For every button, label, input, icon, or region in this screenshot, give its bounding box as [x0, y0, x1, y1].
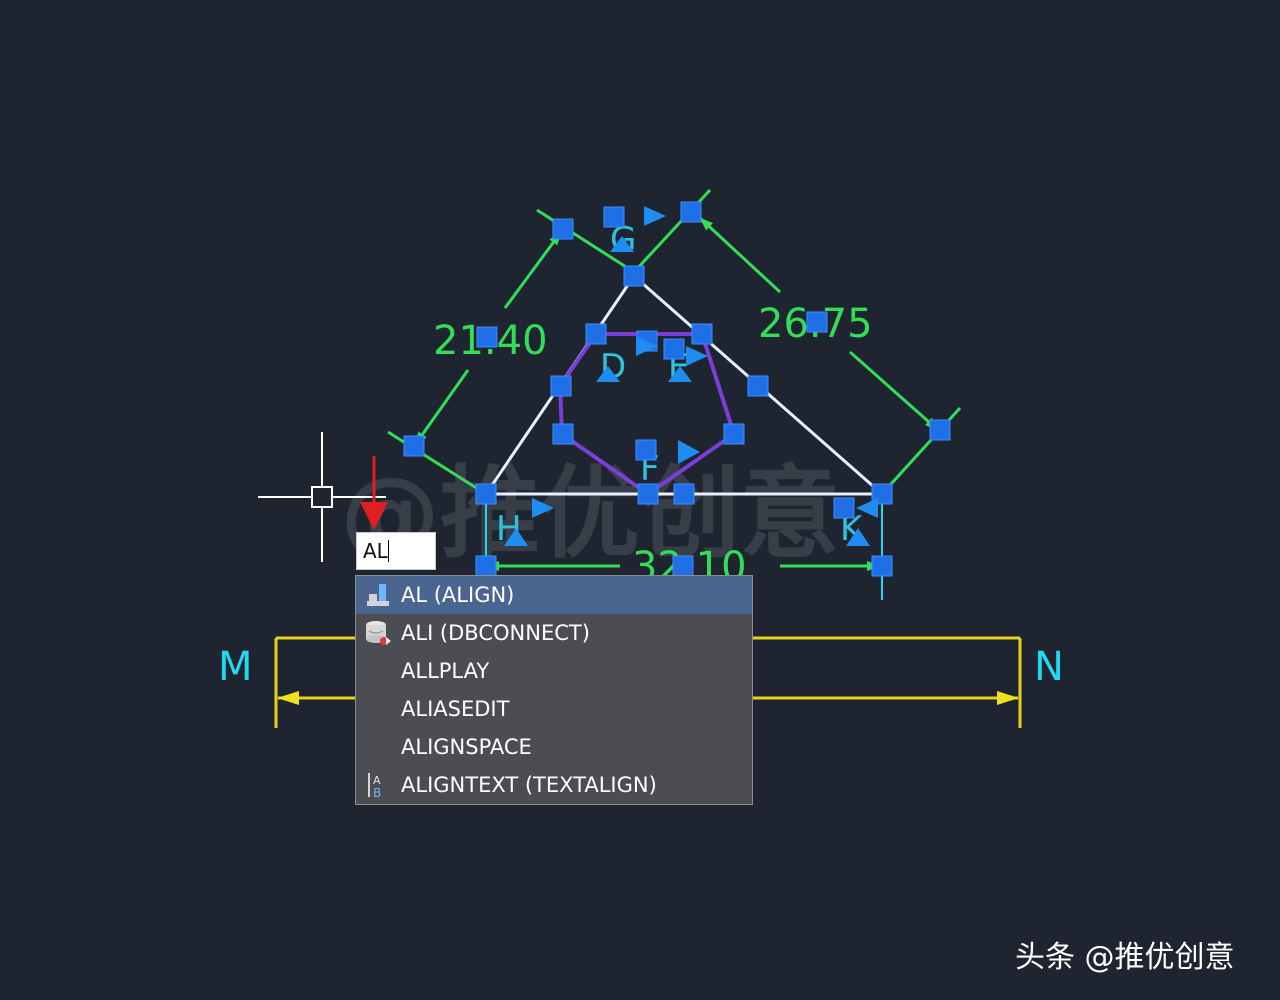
footer-credit: 头条 @推优创意 — [1015, 940, 1235, 975]
grip[interactable] — [680, 201, 702, 223]
grip[interactable] — [929, 419, 951, 441]
crosshair-cursor-icon — [258, 432, 386, 562]
dbconnect-icon — [366, 621, 391, 645]
grip[interactable] — [806, 311, 828, 333]
autocomplete-item-label: AL (ALIGN) — [401, 583, 515, 607]
grip[interactable] — [871, 555, 893, 577]
textalign-icon: A B — [368, 773, 381, 799]
grip[interactable] — [747, 375, 769, 397]
command-input[interactable]: AL — [356, 532, 436, 570]
autocomplete-list[interactable]: AL (ALIGN) ALI (DBCONNECT) ALLPLAY ALIAS… — [355, 575, 753, 805]
grip[interactable] — [833, 497, 855, 519]
autocomplete-item-align[interactable]: AL (ALIGN) — [356, 576, 752, 614]
grip[interactable] — [475, 483, 497, 505]
direction-arrows — [504, 206, 878, 546]
autocomplete-item-label: ALIGNTEXT (TEXTALIGN) — [401, 773, 657, 797]
autocomplete-item-aliasedit[interactable]: ALIASEDIT — [356, 690, 752, 728]
grip[interactable] — [663, 338, 685, 360]
grip[interactable] — [723, 423, 745, 445]
grip[interactable] — [403, 435, 425, 457]
autocomplete-item-label: ALIASEDIT — [401, 697, 510, 721]
grip[interactable] — [475, 555, 497, 577]
autocomplete-item-label: ALI (DBCONNECT) — [401, 621, 590, 645]
grip[interactable] — [635, 439, 657, 461]
grip[interactable] — [603, 206, 625, 228]
autocomplete-item-allplay[interactable]: ALLPLAY — [356, 652, 752, 690]
grip[interactable] — [637, 483, 659, 505]
svg-text:B: B — [373, 786, 381, 799]
red-arrow-icon — [360, 456, 388, 530]
autocomplete-item-label: ALIGNSPACE — [401, 735, 532, 759]
autocomplete-item-alignspace[interactable]: ALIGNSPACE — [356, 728, 752, 766]
autocomplete-item-aligntext[interactable]: A B ALIGNTEXT (TEXTALIGN) — [356, 766, 752, 804]
grip[interactable] — [476, 326, 498, 348]
grip[interactable] — [552, 423, 574, 445]
autocomplete-item-dbconnect[interactable]: ALI (DBCONNECT) — [356, 614, 752, 652]
grip[interactable] — [550, 375, 572, 397]
autocomplete-item-label: ALLPLAY — [401, 659, 490, 683]
grip[interactable] — [552, 218, 574, 240]
point-label-m: M — [218, 644, 253, 690]
text-caret — [387, 540, 389, 562]
grip[interactable] — [672, 555, 694, 577]
align-icon — [367, 584, 389, 606]
grip[interactable] — [673, 483, 695, 505]
grip[interactable] — [585, 323, 607, 345]
svg-text:A: A — [373, 774, 381, 787]
grips[interactable] — [403, 201, 951, 577]
grip[interactable] — [691, 323, 713, 345]
point-label-n: N — [1034, 644, 1064, 690]
grip[interactable] — [623, 265, 645, 287]
command-input-value: AL — [363, 539, 388, 563]
